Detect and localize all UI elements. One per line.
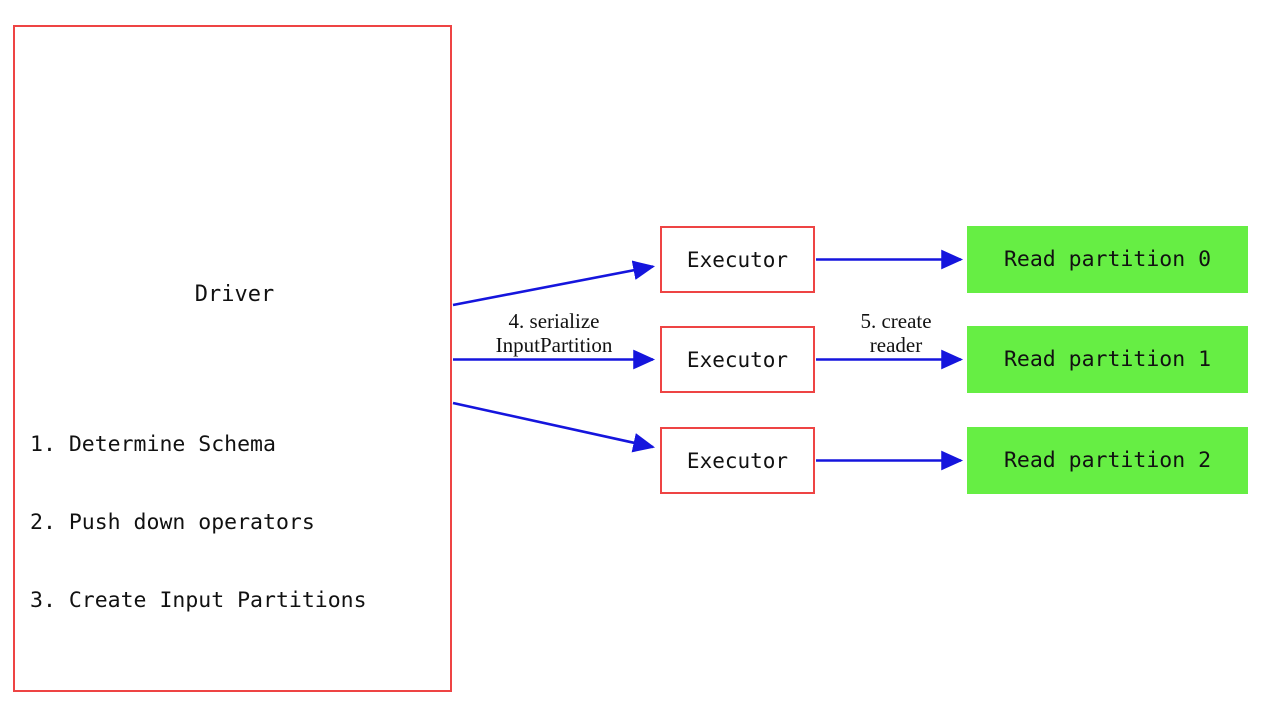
arrow-driver-to-executor-2	[452, 401, 656, 453]
edge-label-serialize-line2: InputPartition	[495, 333, 613, 357]
driver-box: Driver 1. Determine Schema 2. Push down …	[13, 25, 452, 692]
partition-box-0: Read partition 0	[967, 226, 1248, 293]
edge-label-create-reader-line2: reader	[869, 333, 923, 357]
edge-label-serialize-line1: 4. serialize	[508, 309, 600, 333]
edge-label-serialize: 4. serialize InputPartition	[466, 309, 642, 357]
executor-box-2: Executor	[660, 427, 815, 494]
driver-step-3: 3. Create Input Partitions	[30, 588, 367, 613]
executor-box-1: Executor	[660, 326, 815, 393]
driver-step-1: 1. Determine Schema	[30, 432, 276, 457]
driver-title: Driver	[194, 282, 275, 307]
partition-box-1: Read partition 1	[967, 326, 1248, 393]
edge-label-create-reader: 5. create reader	[828, 309, 964, 357]
driver-step-2: 2. Push down operators	[30, 510, 315, 535]
edge-label-create-reader-line1: 5. create	[860, 309, 932, 333]
executor-box-0: Executor	[660, 226, 815, 293]
partition-box-2: Read partition 2	[967, 427, 1248, 494]
arrow-driver-to-executor-0	[452, 260, 656, 307]
driver-steps-list: 1. Determine Schema 2. Push down operato…	[30, 380, 367, 666]
